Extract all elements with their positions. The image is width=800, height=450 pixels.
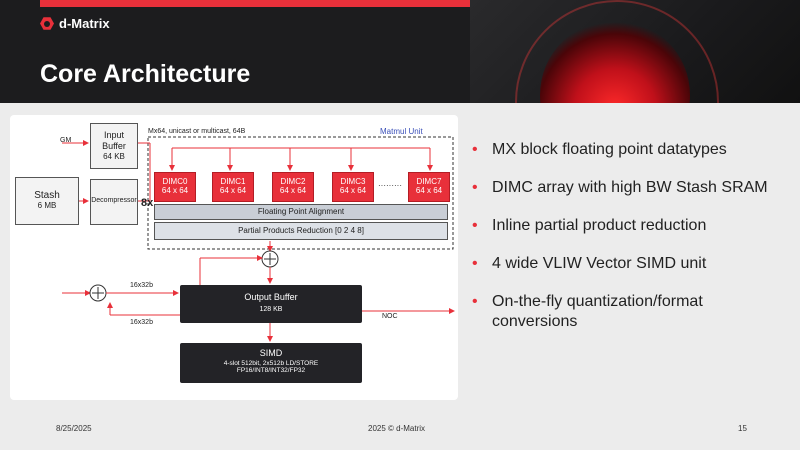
bullet-marker: • <box>472 255 478 272</box>
multiplier-label: 8x <box>141 197 154 209</box>
bullet-item: • On-the-fly quantization/format conversi… <box>470 292 790 332</box>
simd-types: FP16/INT8/INT32/FP32 <box>236 367 306 374</box>
bullet-list: • MX block floating point datatypes • DIMC… <box>470 140 790 350</box>
matmul-unit-label: Matmul Unit <box>380 127 423 136</box>
dimc-name: DIMC1 <box>220 177 246 186</box>
simd-box: SIMD 4-slot 512bit, 2x512b LD/STORE FP16… <box>180 343 362 383</box>
dimc-dim: 64 x 64 <box>219 186 247 195</box>
bullet-item: • MX block floating point datatypes <box>470 140 790 160</box>
input-buffer-title: Input Buffer <box>102 130 126 151</box>
stash-box: Stash 6 MB <box>15 177 79 225</box>
slide-title: Core Architecture <box>40 60 251 88</box>
bullet-item: • 4 wide VLIW Vector SIMD unit <box>470 254 790 274</box>
bullet-marker: • <box>472 293 478 310</box>
noc-label: NOC <box>382 313 398 320</box>
dimc-block: DIMC3 64 x 64 <box>332 172 374 202</box>
mx-label: Mx64, unicast or multicast, 64B <box>148 128 246 135</box>
bullet-marker: • <box>472 217 478 234</box>
output-buffer-title: Output Buffer <box>244 292 298 302</box>
dimc-dim: 64 x 64 <box>279 186 307 195</box>
dimc-name: DIMC3 <box>340 177 366 186</box>
footer-date: 8/25/2025 <box>56 424 92 433</box>
bullet-text: On-the-fly quantization/format conversio… <box>492 293 703 330</box>
architecture-diagram: GM Input Buffer 64 KB Stash 6 MB Decompr… <box>10 115 458 400</box>
bullet-marker: • <box>472 179 478 196</box>
input-buffer-size: 64 KB <box>103 152 125 161</box>
footer-copyright: 2025 © d-Matrix <box>368 424 426 433</box>
simd-spec: 4-slot 512bit, 2x512b LD/STORE <box>223 360 319 367</box>
width-label-in: 16x32b <box>130 282 153 289</box>
dimc-block: DIMC0 64 x 64 <box>154 172 196 202</box>
dimc-dim: 64 x 64 <box>415 186 443 195</box>
stash-size: 6 MB <box>37 201 57 210</box>
stash-title: Stash <box>34 190 60 201</box>
accent-bar <box>40 0 760 7</box>
dimc-name: DIMC7 <box>416 177 442 186</box>
ppr-bar: Partial Products Reduction [0 2 4 8] <box>154 222 448 240</box>
slide-header: d-Matrix Core Architecture <box>0 0 800 103</box>
footer-page-number: 15 <box>738 424 747 433</box>
dimc-ellipsis: ········· <box>378 181 402 190</box>
output-buffer-size: 128 KB <box>259 306 283 313</box>
decompressor-box: Decompressor <box>90 179 138 225</box>
logo-text: d-Matrix <box>59 16 110 31</box>
dimc-block: DIMC1 64 x 64 <box>212 172 254 202</box>
bullet-text: MX block floating point datatypes <box>492 141 727 158</box>
logo-icon <box>40 17 54 30</box>
simd-title: SIMD <box>259 348 283 358</box>
input-buffer-box: Input Buffer 64 KB <box>90 123 138 169</box>
width-label-out: 16x32b <box>130 319 153 326</box>
bullet-item: • Inline partial product reduction <box>470 216 790 236</box>
output-buffer-box: Output Buffer 128 KB <box>180 285 362 323</box>
bullet-marker: • <box>472 141 478 158</box>
diagram-connectors <box>62 136 455 342</box>
dimc-block: DIMC2 64 x 64 <box>272 172 314 202</box>
logo: d-Matrix <box>40 16 110 31</box>
gm-label: GM <box>60 137 72 144</box>
bullet-item: • DIMC array with high BW Stash SRAM <box>470 178 790 198</box>
bullet-text: 4 wide VLIW Vector SIMD unit <box>492 255 707 272</box>
fp-alignment-bar: Floating Point Alignment <box>154 204 448 220</box>
dimc-name: DIMC0 <box>162 177 188 186</box>
bullet-text: Inline partial product reduction <box>492 217 707 234</box>
dimc-block: DIMC7 64 x 64 <box>408 172 450 202</box>
dimc-dim: 64 x 64 <box>161 186 189 195</box>
dimc-name: DIMC2 <box>280 177 306 186</box>
bullet-text: DIMC array with high BW Stash SRAM <box>492 179 768 196</box>
dimc-dim: 64 x 64 <box>339 186 367 195</box>
